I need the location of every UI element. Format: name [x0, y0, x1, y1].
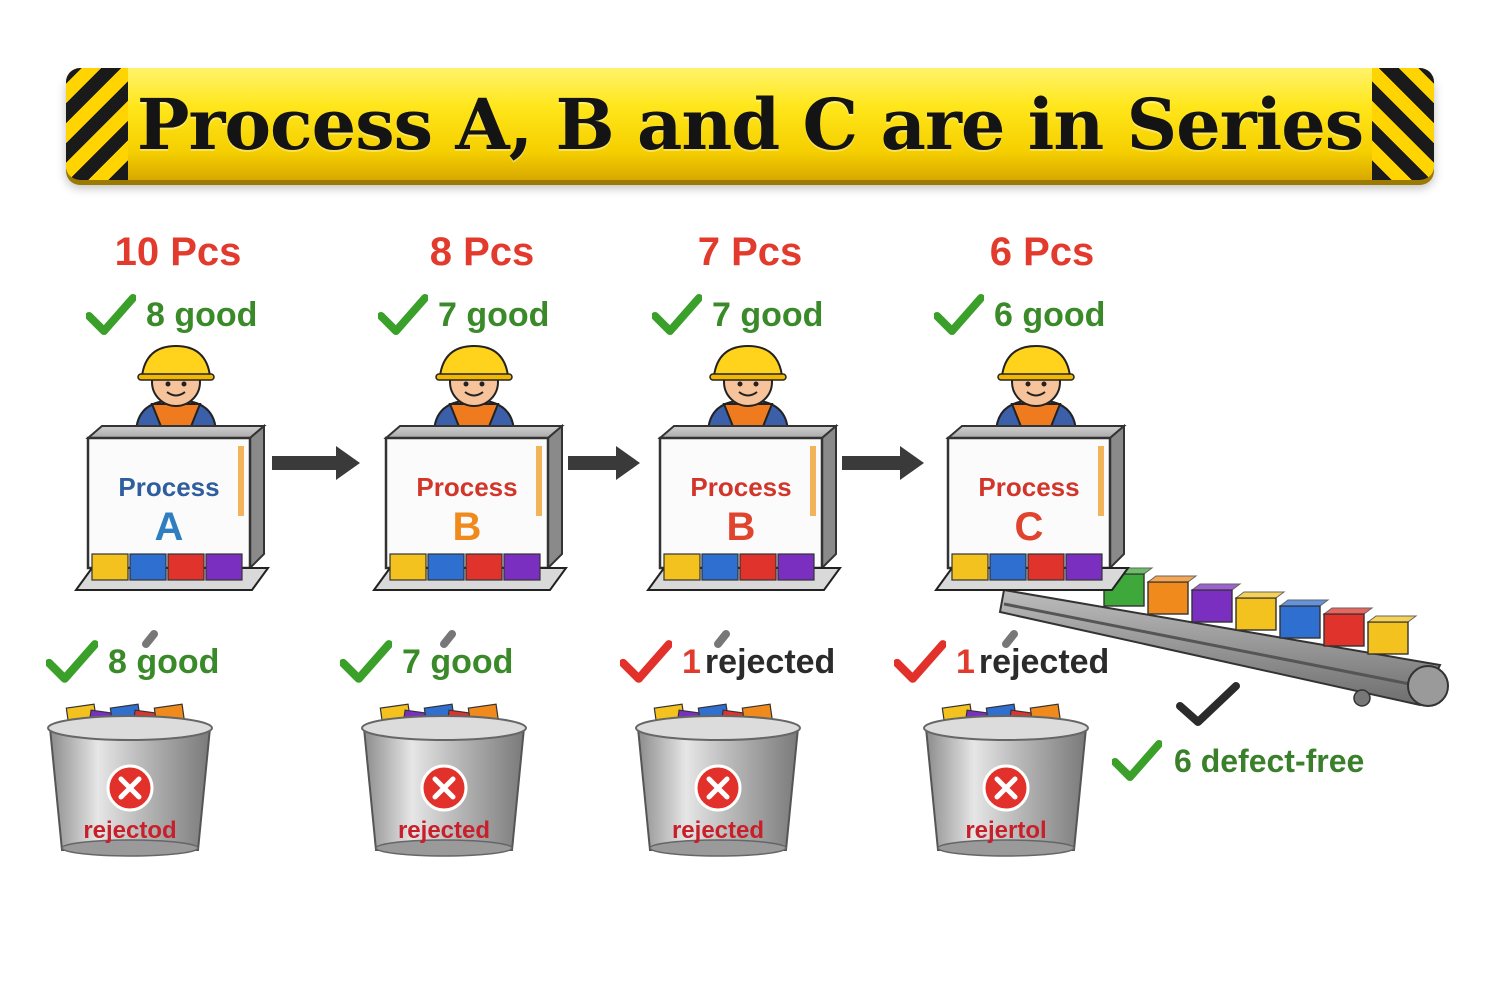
dark-check-icon	[1176, 682, 1240, 726]
process-letter: C	[1015, 505, 1044, 549]
product-block	[1065, 553, 1103, 581]
good-top-text: 7 good	[438, 295, 550, 334]
connector-dash	[714, 630, 730, 648]
output-text: good	[136, 642, 220, 681]
bin-label: rejected	[398, 817, 490, 844]
final-output-text: 6 defect-free	[1174, 742, 1365, 779]
process-letter: B	[453, 505, 482, 549]
process-letter: B	[727, 505, 756, 549]
process-word: Process	[416, 472, 517, 502]
red-check-icon	[894, 640, 946, 683]
output-count: 1	[956, 642, 975, 681]
product-block	[663, 553, 701, 581]
reject-bin-icon: rejertol	[923, 703, 1089, 857]
flow-arrow-icon	[568, 446, 640, 480]
flow-arrow-icon	[842, 446, 924, 480]
green-check-icon	[934, 294, 984, 335]
station-a-output-label: 8 good	[46, 640, 219, 684]
product-block	[129, 553, 167, 581]
good-top-text: 8 good	[146, 295, 258, 334]
bin-label: rejectod	[83, 817, 176, 844]
product-block	[91, 553, 129, 581]
hazard-stripes-right	[1372, 68, 1434, 180]
station-b1-count: 8 Pcs	[429, 230, 535, 274]
green-check-icon	[378, 294, 428, 335]
output-count: 1	[682, 642, 701, 681]
product-block	[1235, 597, 1277, 631]
hazard-stripes-left	[66, 68, 128, 180]
green-check-icon	[652, 294, 702, 335]
output-count: 8	[108, 642, 127, 681]
worker-hardhat-icon	[706, 344, 790, 435]
good-top-text: 6 good	[994, 295, 1106, 334]
product-block	[427, 553, 465, 581]
station-b2-count: 7 Pcs	[697, 230, 803, 274]
process-letter: A	[155, 505, 184, 549]
product-block	[701, 553, 739, 581]
product-block	[777, 553, 815, 581]
station-a-good-top: 8 good	[86, 294, 257, 336]
station-c-count: 6 Pcs	[989, 230, 1095, 274]
output-text: good	[430, 642, 514, 681]
output-text: rejected	[704, 642, 836, 681]
final-output-label: 6 defect-free	[1112, 740, 1364, 782]
green-check-icon	[46, 640, 98, 683]
connector-dash	[1002, 630, 1018, 648]
flow-arrow-icon	[272, 446, 360, 480]
product-block	[503, 553, 541, 581]
reject-bin-icon: rejectod	[47, 703, 213, 857]
process-word: Process	[118, 472, 219, 502]
reject-bin-icon: rejected	[361, 703, 527, 857]
station-a-count: 10 Pcs	[114, 230, 242, 274]
product-block	[1367, 621, 1409, 655]
product-block	[205, 553, 243, 581]
product-block	[1323, 613, 1365, 647]
title-banner: Process A, B and C are in Series	[66, 68, 1434, 180]
worker-hardhat-icon	[134, 344, 218, 435]
red-check-icon	[620, 640, 672, 683]
output-text: rejected	[978, 642, 1110, 681]
product-block	[1279, 605, 1321, 639]
output-count: 7	[402, 642, 421, 681]
product-block	[465, 553, 503, 581]
product-block	[951, 553, 989, 581]
station-b1-good-top: 7 good	[378, 294, 549, 336]
product-block	[1191, 589, 1233, 623]
connector-dash	[142, 630, 158, 648]
green-check-icon	[1112, 740, 1162, 781]
product-block	[989, 553, 1027, 581]
station-b1-output-label: 7 good	[340, 640, 513, 684]
green-check-icon	[86, 294, 136, 335]
bin-label: rejected	[672, 817, 764, 844]
product-block	[167, 553, 205, 581]
product-block	[1027, 553, 1065, 581]
station-b2-good-top: 7 good	[652, 294, 823, 336]
process-word: Process	[978, 472, 1079, 502]
bin-label: rejertol	[965, 817, 1046, 844]
page-title: Process A, B and C are in Series	[136, 82, 1364, 166]
reject-bin-icon: rejected	[635, 703, 801, 857]
worker-hardhat-icon	[994, 344, 1078, 435]
product-block	[1147, 581, 1189, 615]
green-check-icon	[340, 640, 392, 683]
process-word: Process	[690, 472, 791, 502]
good-top-text: 7 good	[712, 295, 824, 334]
connector-dash	[440, 630, 456, 648]
product-block	[739, 553, 777, 581]
station-c-good-top: 6 good	[934, 294, 1105, 336]
product-block	[389, 553, 427, 581]
conveyor-belt-icon	[998, 567, 1449, 707]
worker-hardhat-icon	[432, 344, 516, 435]
